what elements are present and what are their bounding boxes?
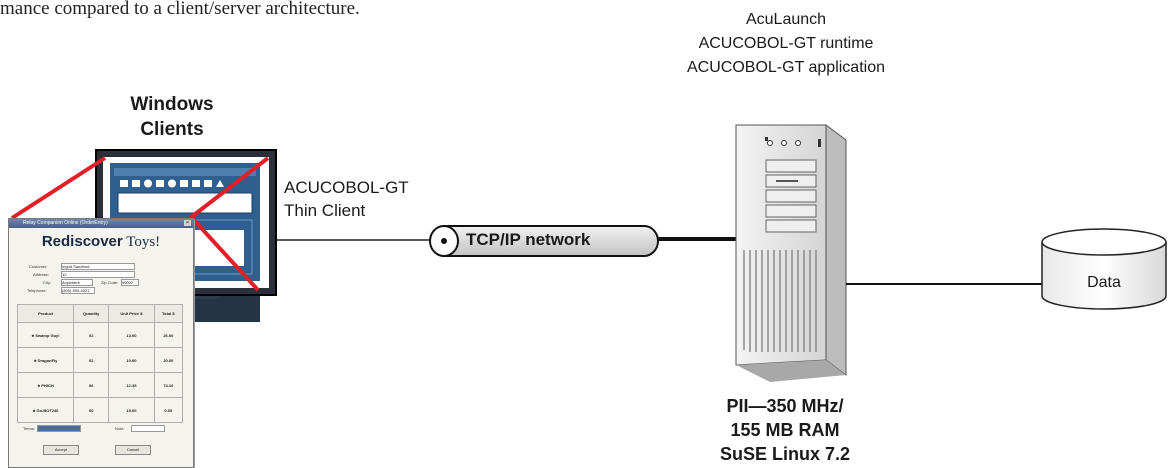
price-cell: 10.00 [108,347,155,373]
server-spec-line-2: 155 MB RAM [730,420,840,440]
column-header-total: Total $ [153,304,184,323]
server-spec-label: PII—350 MHz/ 155 MB RAM SuSE Linux 7.2 [700,394,870,466]
table-row[interactable]: ♣ Swamp Guy! 02 13.00 26.00 [16,322,184,348]
thin-client-label: ACUCOBOL-GT Thin Client [284,176,409,222]
product-cell: ♣ DragonFly [16,347,75,373]
column-header-quantity: Quantity [73,304,110,323]
server-software-label: AcuLaunch ACUCOBOL-GT runtime ACUCOBOL-G… [656,8,916,80]
toy-icon: ♣ [32,407,37,413]
total-cell: 74.10 [153,372,184,398]
table-row[interactable]: ♣ PHICH 06 12.35 74.10 [16,372,184,398]
intro-text-fragment: mance compared to a client/server archit… [0,0,360,19]
address-field[interactable]: 12 [61,271,135,278]
note-label: Note: [115,426,125,431]
table-row[interactable]: ♣ DragonFly 02 10.00 20.00 [16,347,184,373]
quantity-cell: 02 [73,347,110,373]
app-heading-bold: Rediscover [41,233,123,250]
windows-clients-line1: Windows [130,94,214,115]
quantity-cell: 02 [73,322,110,348]
windows-clients-line2: Clients [140,119,204,140]
app-window-title: Relay Companion Online (OrderEntry) [23,220,108,226]
toolbar-icons [120,179,224,188]
zip-label: Zip Code: [101,280,119,285]
thin-client-line2: Thin Client [284,201,366,220]
data-cylinder [1041,228,1167,310]
accept-button[interactable]: Accept [43,445,79,455]
close-icon[interactable]: × [184,220,191,226]
telephone-field[interactable]: (805) 555-4321 [61,287,95,294]
server-spec-line-3: SuSE Linux 7.2 [719,444,851,464]
customer-field[interactable]: Ingrid Sandford [61,263,135,270]
terms-select[interactable] [37,425,81,432]
zip-field[interactable]: 90002 [121,279,139,286]
server-software-line-1: AcuLaunch [745,11,827,28]
cancel-button[interactable]: Cancel [115,445,151,455]
data-label: Data [1087,274,1121,291]
product-name: DragonFly [37,357,58,363]
network-pipe [429,225,659,257]
network-label: TCP/IP network [466,230,591,249]
product-cell: ♣ Go-BOT246 [16,397,75,423]
toy-icon: ♣ [33,357,38,363]
windows-clients-label: Windows Clients [112,92,232,142]
quantity-cell: 00 [73,397,110,423]
total-cell: 0.00 [153,397,184,423]
app-window-titlebar: Relay Companion Online (OrderEntry) × [9,219,193,228]
terms-label: Terms: [23,426,35,431]
total-cell: 20.00 [153,347,184,373]
server-tower [735,124,847,382]
product-cell: ♣ Swamp Guy! [16,322,75,348]
order-table: Product Quantity Unit Price $ Total $ ♣ … [16,304,184,423]
quantity-cell: 06 [73,372,110,398]
column-header-product: Product [16,304,75,323]
city-label: City: [43,280,51,285]
toy-icon: ♣ [37,382,42,388]
server-software-line-2: ACUCOBOL-GT runtime [698,35,874,52]
product-name: Go-BOT246 [36,407,59,413]
note-field[interactable] [131,425,165,432]
order-table-header: Product Quantity Unit Price $ Total $ [16,304,184,323]
server-software-line-3: ACUCOBOL-GT application [687,59,885,76]
thin-client-line1: ACUCOBOL-GT [284,178,409,197]
app-heading-rest: Toys! [122,234,161,250]
telephone-label: Telephone: [27,288,47,293]
product-name: Swamp Guy! [35,332,60,338]
app-window: Relay Companion Online (OrderEntry) × Re… [8,218,194,468]
toy-icon: ♣ [31,332,36,338]
server-spec-line-1: PII—350 MHz/ [726,396,844,416]
price-cell: 12.35 [108,372,155,398]
total-cell: 26.00 [153,322,184,348]
product-cell: ♣ PHICH [16,372,75,398]
city-field[interactable]: Anywhere [61,279,93,286]
product-name: PHICH [41,382,54,388]
address-label: Address: [33,272,49,277]
price-cell: 13.00 [108,322,155,348]
app-heading: Rediscover Toys! [9,233,193,251]
column-header-unit-price: Unit Price $ [108,304,155,323]
customer-label: Customer: [29,264,48,269]
price-cell: 15.00 [108,397,155,423]
table-row[interactable]: ♣ Go-BOT246 00 15.00 0.00 [16,397,184,423]
